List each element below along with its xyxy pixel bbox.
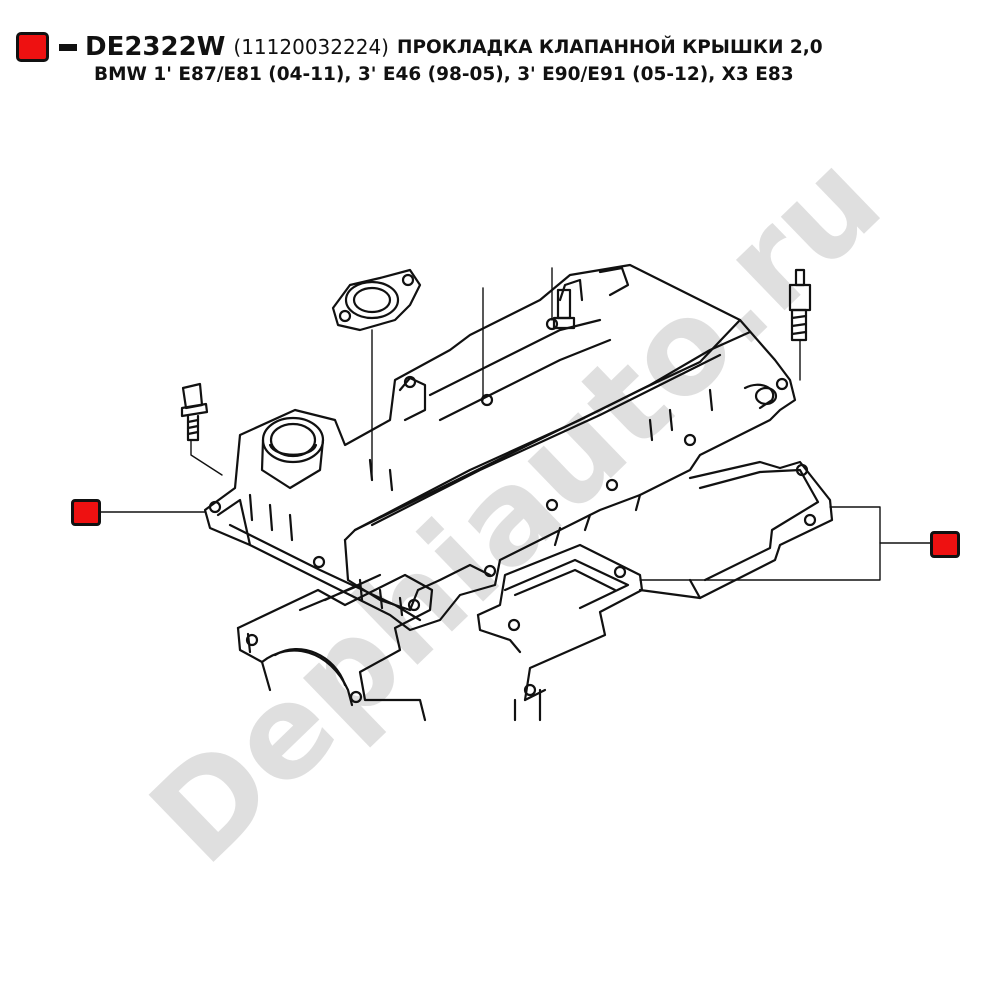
title-row: DE2322W (11120032224) ПРОКЛАДКА КЛАПАННО…: [16, 32, 986, 62]
applicability: BMW 1' E87/E81 (04-11), 3' E46 (98-05), …: [94, 64, 794, 85]
header: DE2322W (11120032224) ПРОКЛАДКА КЛАПАННО…: [16, 32, 986, 85]
gasket-lower: [236, 573, 434, 722]
gasket-lower-right: [476, 543, 644, 722]
part-description: ПРОКЛАДКА КЛАПАННОЙ КРЫШКИ 2,0: [396, 36, 823, 58]
leader-lines: [99, 267, 931, 581]
center-stud: [552, 288, 576, 330]
oem-number: (11120032224): [233, 35, 389, 59]
right-stud: [788, 268, 812, 342]
part-code: DE2322W: [85, 32, 226, 62]
valve-cover: [203, 263, 797, 632]
header-marker-icon: [16, 32, 49, 62]
right-callout-marker: [930, 531, 960, 558]
dash-icon: [59, 43, 77, 51]
left-callout-marker: [71, 499, 101, 526]
left-bolt: [180, 382, 209, 442]
gasket-upper-right: [638, 460, 834, 600]
filler-flange: [331, 268, 422, 332]
